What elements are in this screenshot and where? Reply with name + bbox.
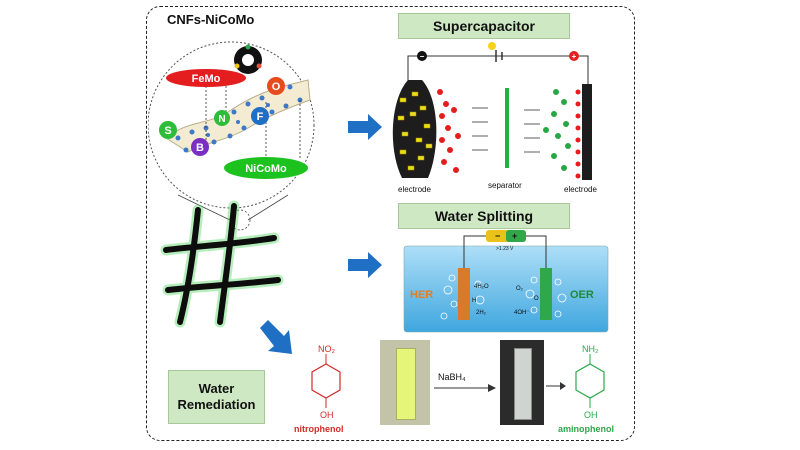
svg-text:>1.23 V: >1.23 V [496,246,514,252]
femo-ellipse [166,69,246,87]
svg-text:2H₂: 2H₂ [476,310,487,316]
atom-b [191,138,209,156]
oer-electrode [540,268,552,320]
aminophenol-structure: NH₂ OH aminophenol [558,344,614,434]
svg-text:NO₂: NO₂ [318,344,336,354]
zoom-circle [148,41,315,209]
svg-text:−: − [495,231,500,241]
arrow-to-supercapacitor [348,114,382,140]
her-electrode [458,268,470,320]
nicomo-ellipse [224,157,308,179]
remediation-title-line2: Remediation [177,397,256,412]
water-remediation-title: Water Remediation [168,370,265,424]
svg-text:O₂: O₂ [516,286,524,292]
right-electrode [582,84,592,180]
her-label: HER [410,289,433,301]
supercapacitor-title: Supercapacitor [398,13,570,39]
oer-label: OER [570,289,594,301]
svg-text:OH: OH [584,410,598,420]
water-splitting-title: Water Splitting [398,203,570,229]
separator-bar [505,88,509,168]
separator-label: separator [488,181,522,190]
atom-f [251,107,269,125]
svg-text:−: − [420,52,425,61]
yellow-vial-photo [380,340,430,425]
arrow-to-water-splitting [348,252,382,278]
svg-text:B: B [196,142,204,154]
nicomo-label: NiCoMo [245,163,287,175]
svg-text:H: H [472,298,476,304]
femo-label: FeMo [192,73,221,85]
svg-text:NH₂: NH₂ [582,344,599,354]
electrode-left-label: electrode [398,185,431,194]
nitrophenol-label: nitrophenol [294,424,344,434]
water-splitting-illustration: − + >1.23 V HER OER 4H₂O H 2H₂ O₂ O 4OH⁻ [403,230,609,333]
electrode-right-label: electrode [564,185,597,194]
svg-text:F: F [257,111,264,123]
svg-text:O: O [272,81,281,93]
reagent-label: NaBH₄ [438,372,466,382]
reaction-arrow-2 [546,382,566,390]
svg-text:4OH⁻: 4OH⁻ [514,310,530,316]
svg-text:OH: OH [320,410,334,420]
svg-text:4H₂O: 4H₂O [474,284,489,290]
aminophenol-label: aminophenol [558,424,614,434]
cnf-zoom-illustration: FeMo NiCoMo S B N F O [148,41,315,209]
atom-n [214,110,230,126]
supercapacitor-illustration: − + electrode separator electrode [392,42,597,194]
bulb-icon [488,42,496,50]
svg-text:S: S [164,125,171,137]
reaction-arrow: NaBH₄ [434,372,496,392]
svg-text:O: O [534,296,539,302]
atom-o [267,77,285,95]
nitrophenol-structure: NO₂ OH nitrophenol [294,344,344,434]
nanofiber [165,79,311,153]
clear-vial-photo [500,340,544,425]
arrow-to-remediation [260,320,292,354]
fiber-network [160,194,288,328]
diagram-frame [146,6,635,441]
cnf-title: CNFs-NiCoMo [167,12,255,27]
atom-s [159,121,177,139]
remediation-title-line1: Water [198,381,235,396]
svg-text:N: N [218,114,225,125]
svg-text:+: + [512,231,517,241]
svg-text:+: + [572,52,577,61]
